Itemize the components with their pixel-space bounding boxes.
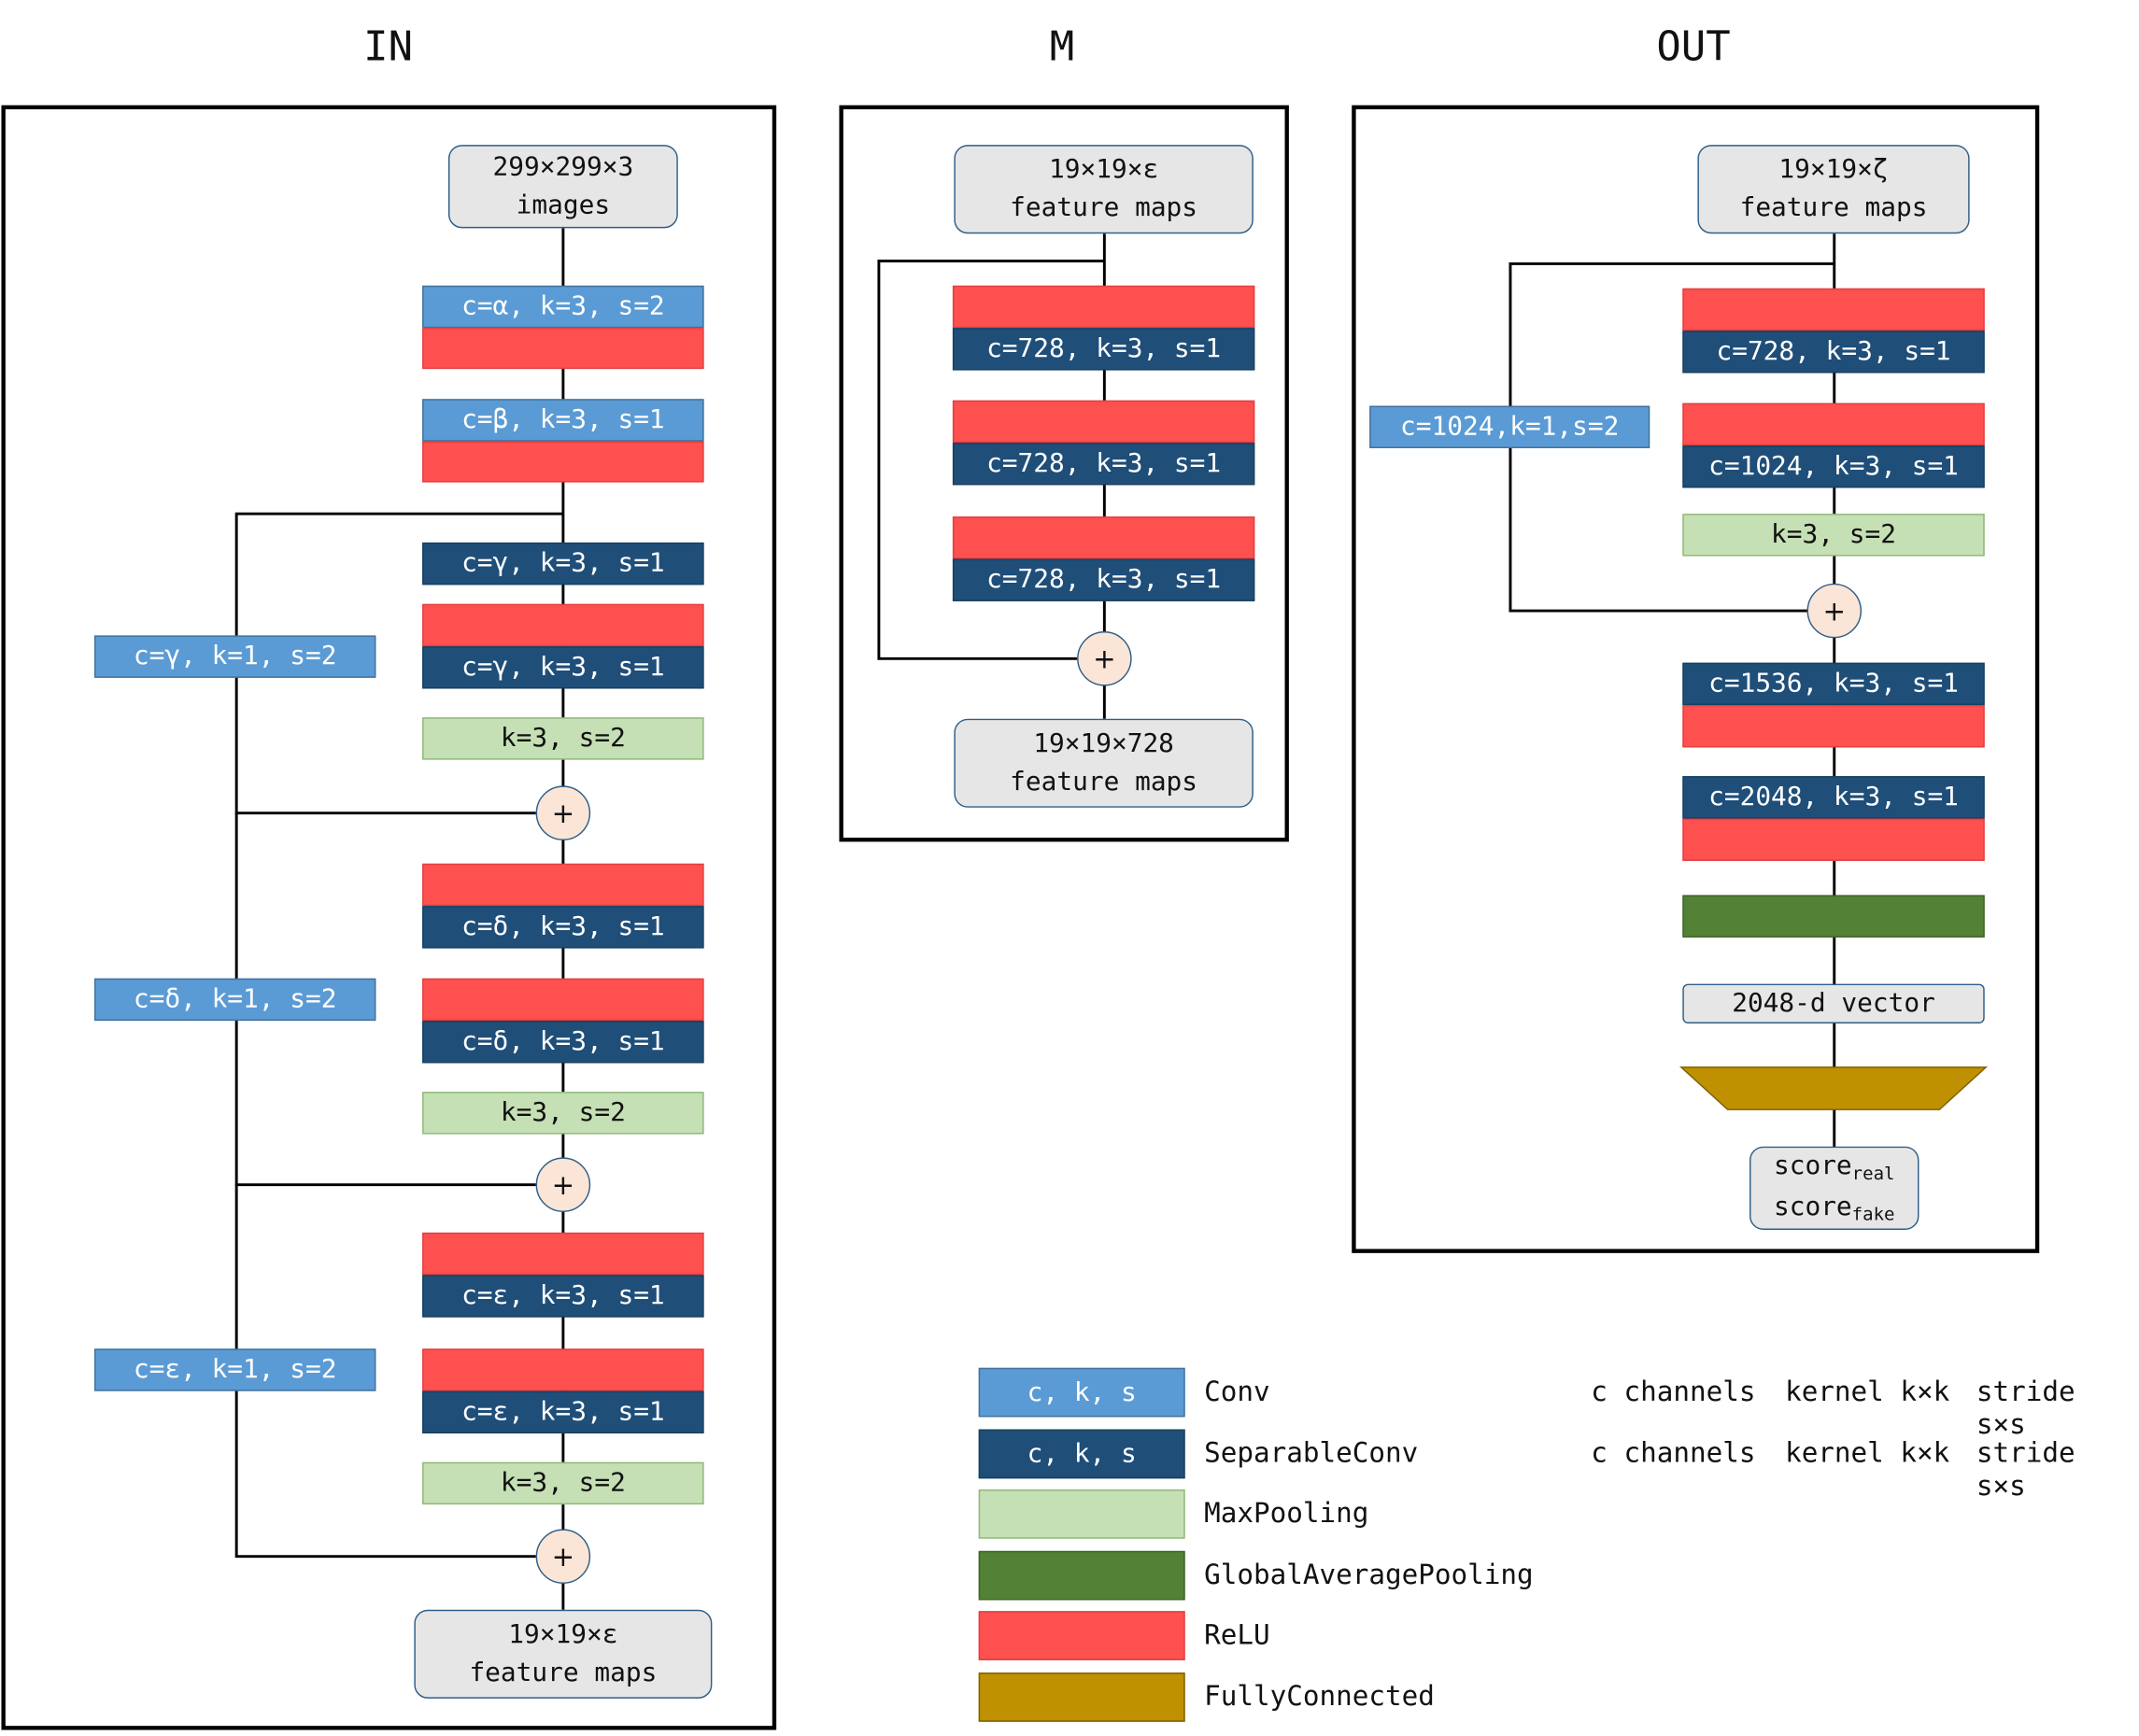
legend-fc-swatch	[978, 1672, 1185, 1722]
plus-circle-icon: +	[1077, 631, 1132, 686]
legend-gap-label: GlobalAveragePooling	[1204, 1558, 1534, 1591]
legend-k-desc-1: kernel k×k	[1785, 1375, 1950, 1408]
in-res3-maxpool: k=3, s=2	[422, 1461, 704, 1505]
out-input-line2: feature maps	[1739, 191, 1928, 222]
out-shortcut-conv: c=1024,k=1,s=2	[1369, 405, 1650, 448]
plus-circle-icon: +	[535, 1529, 591, 1584]
in-res3-relu1	[422, 1232, 704, 1276]
in-res3-shortcut-conv: c=ε, k=1, s=2	[93, 1348, 376, 1391]
legend-maxpool-label: MaxPooling	[1204, 1496, 1369, 1530]
legend-s-desc-1: stride s×s	[1976, 1375, 2075, 1441]
section-title-in: IN	[363, 22, 414, 71]
out-panel	[1352, 105, 2040, 1253]
in-conv2: c=β, k=3, s=1	[422, 399, 704, 442]
out-vector-box: 2048-d vector	[1682, 983, 1985, 1024]
fully-connected-trapezoid	[1679, 1066, 1989, 1110]
legend-relu-label: ReLU	[1204, 1617, 1270, 1651]
in-input-line1: 299×299×3	[492, 151, 634, 182]
out-sepconv4: c=2048, k=3, s=1	[1682, 776, 1985, 819]
m-output-line2: feature maps	[1010, 766, 1198, 797]
in-res1-shortcut-conv: c=γ, k=1, s=2	[93, 635, 376, 678]
m-skip-line	[877, 260, 1105, 660]
in-panel	[1, 105, 777, 1730]
legend-maxpool-swatch	[978, 1489, 1185, 1539]
in-res2-shortcut-conv: c=δ, k=1, s=2	[93, 978, 376, 1022]
m-relu1	[952, 285, 1255, 329]
legend-sepconv-label: SeparableConv	[1204, 1435, 1419, 1470]
m-sepconv3: c=728, k=3, s=1	[952, 558, 1255, 601]
in-res3-sepconv1: c=ε, k=3, s=1	[422, 1275, 704, 1318]
in-conv1: c=α, k=3, s=2	[422, 285, 704, 329]
in-res2-relu1	[422, 863, 704, 907]
out-sepconv2: c=1024, k=3, s=1	[1682, 445, 1985, 488]
legend-gap-swatch	[978, 1550, 1185, 1601]
m-relu2	[952, 400, 1255, 444]
plus-circle-icon: +	[535, 785, 591, 840]
in-res2-relu2	[422, 978, 704, 1022]
in-input-box: 299×299×3 images	[447, 145, 678, 229]
out-relu4	[1682, 818, 1985, 861]
m-sepconv1: c=728, k=3, s=1	[952, 328, 1255, 371]
out-score-box: scorereal scorefake	[1749, 1146, 1919, 1230]
in-input-line2: images	[516, 189, 611, 219]
in-skip-line-3	[234, 1184, 536, 1559]
in-res2-maxpool: k=3, s=2	[422, 1092, 704, 1135]
out-input-box: 19×19×ζ feature maps	[1697, 145, 1970, 234]
in-res1-sepconv2: c=γ, k=3, s=1	[422, 646, 704, 689]
in-output-line2: feature maps	[469, 1657, 658, 1687]
in-output-box: 19×19×ε feature maps	[414, 1609, 713, 1699]
legend-relu-swatch	[978, 1611, 1185, 1660]
legend-c-desc-1: c channels	[1591, 1375, 1756, 1408]
legend-conv-label: Conv	[1204, 1375, 1270, 1408]
in-res1-relu	[422, 603, 704, 647]
legend-s-desc-2: stride s×s	[1976, 1435, 2075, 1503]
out-maxpool: k=3, s=2	[1682, 514, 1985, 557]
m-panel	[839, 105, 1289, 842]
in-res2-sepconv1: c=δ, k=3, s=1	[422, 906, 704, 949]
legend-conv-swatch: c, k, s	[978, 1367, 1185, 1418]
legend-sepconv-swatch: c, k, s	[978, 1429, 1185, 1479]
m-input-line2: feature maps	[1010, 191, 1198, 222]
legend-c-desc-2: c channels	[1591, 1435, 1756, 1470]
m-sepconv2: c=728, k=3, s=1	[952, 443, 1255, 486]
section-title-m: M	[1049, 22, 1075, 71]
legend-fc-label: FullyConnected	[1204, 1679, 1435, 1713]
plus-circle-icon: +	[1806, 583, 1863, 639]
out-sepconv1: c=728, k=3, s=1	[1682, 331, 1985, 374]
out-relu1	[1682, 288, 1985, 332]
m-relu3	[952, 516, 1255, 559]
in-relu2	[422, 441, 704, 483]
m-output-box: 19×19×728 feature maps	[954, 718, 1254, 808]
in-res3-sepconv2: c=ε, k=3, s=1	[422, 1390, 704, 1434]
in-res1-maxpool: k=3, s=2	[422, 717, 704, 760]
m-input-box: 19×19×ε feature maps	[954, 145, 1254, 234]
out-relu2	[1682, 402, 1985, 446]
score-real: scorereal	[1773, 1150, 1895, 1186]
in-res3-relu2	[422, 1348, 704, 1391]
in-output-line1: 19×19×ε	[508, 1618, 618, 1650]
in-relu1	[422, 328, 704, 370]
out-input-line1: 19×19×ζ	[1778, 154, 1889, 185]
out-sepconv3: c=1536, k=3, s=1	[1682, 662, 1985, 706]
m-output-line1: 19×19×728	[1033, 727, 1174, 759]
in-skip-line-2	[234, 812, 536, 1187]
in-res1-sepconv1: c=γ, k=3, s=1	[422, 542, 704, 586]
section-title-out: OUT	[1656, 22, 1731, 71]
legend-k-desc-2: kernel k×k	[1785, 1435, 1950, 1470]
plus-circle-icon: +	[535, 1157, 591, 1212]
out-global-average-pooling	[1682, 895, 1985, 938]
out-relu3	[1682, 705, 1985, 748]
in-res2-sepconv2: c=δ, k=3, s=1	[422, 1021, 704, 1064]
score-fake: scorefake	[1773, 1191, 1895, 1225]
m-input-line1: 19×19×ε	[1049, 154, 1159, 185]
